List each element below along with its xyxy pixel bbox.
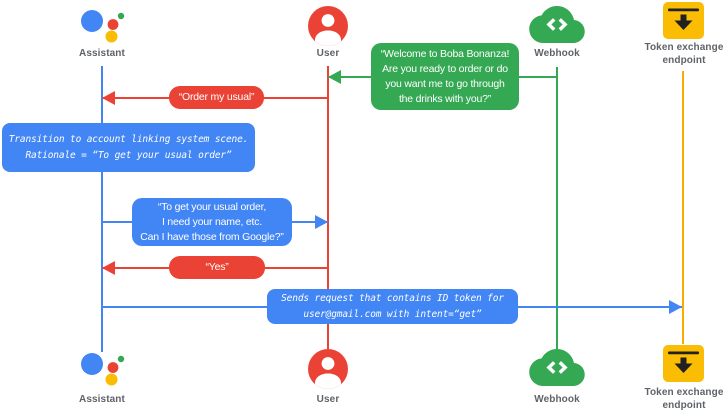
arrowhead-ask-permission bbox=[315, 215, 328, 229]
actor-label-token-endpoint: Token exchange endpoint bbox=[644, 42, 724, 66]
token-exchange-icon bbox=[663, 345, 704, 382]
user-icon bbox=[308, 6, 348, 46]
arrowhead-yes bbox=[102, 261, 115, 275]
lifeline-assistant bbox=[101, 66, 103, 352]
actor-label-webhook: Webhook bbox=[534, 394, 580, 405]
actor-label-token-endpoint: Token exchange endpoint bbox=[644, 387, 724, 411]
actor-label-assistant: Assistant bbox=[79, 48, 125, 59]
lifeline-token-endpoint bbox=[682, 71, 684, 344]
actor-label-user: User bbox=[316, 394, 340, 405]
note-send-request: Sends request that contains ID token for… bbox=[267, 289, 518, 324]
arrowhead-order-usual bbox=[102, 91, 115, 105]
google-assistant-icon bbox=[79, 352, 125, 387]
arrowhead-send-request bbox=[669, 300, 682, 314]
actor-label-assistant: Assistant bbox=[79, 394, 125, 405]
arrowhead-welcome bbox=[328, 70, 341, 84]
actor-label-webhook: Webhook bbox=[534, 48, 580, 59]
lifeline-user bbox=[327, 66, 329, 352]
webhook-cloud-icon bbox=[529, 349, 585, 386]
message-ask-permission: “To get your usual order, I need your na… bbox=[132, 198, 292, 246]
message-yes: “Yes” bbox=[169, 256, 265, 279]
lifeline-webhook bbox=[556, 67, 558, 351]
actor-label-user: User bbox=[316, 48, 340, 59]
message-order-usual: “Order my usual” bbox=[169, 86, 264, 109]
google-assistant-icon bbox=[79, 9, 125, 44]
webhook-cloud-icon bbox=[529, 6, 585, 43]
token-exchange-icon bbox=[663, 2, 704, 39]
note-transition-account-linking: Transition to account linking system sce… bbox=[2, 123, 255, 172]
user-icon bbox=[308, 349, 348, 389]
message-welcome: “Welcome to Boba Bonanza! Are you ready … bbox=[371, 43, 519, 110]
